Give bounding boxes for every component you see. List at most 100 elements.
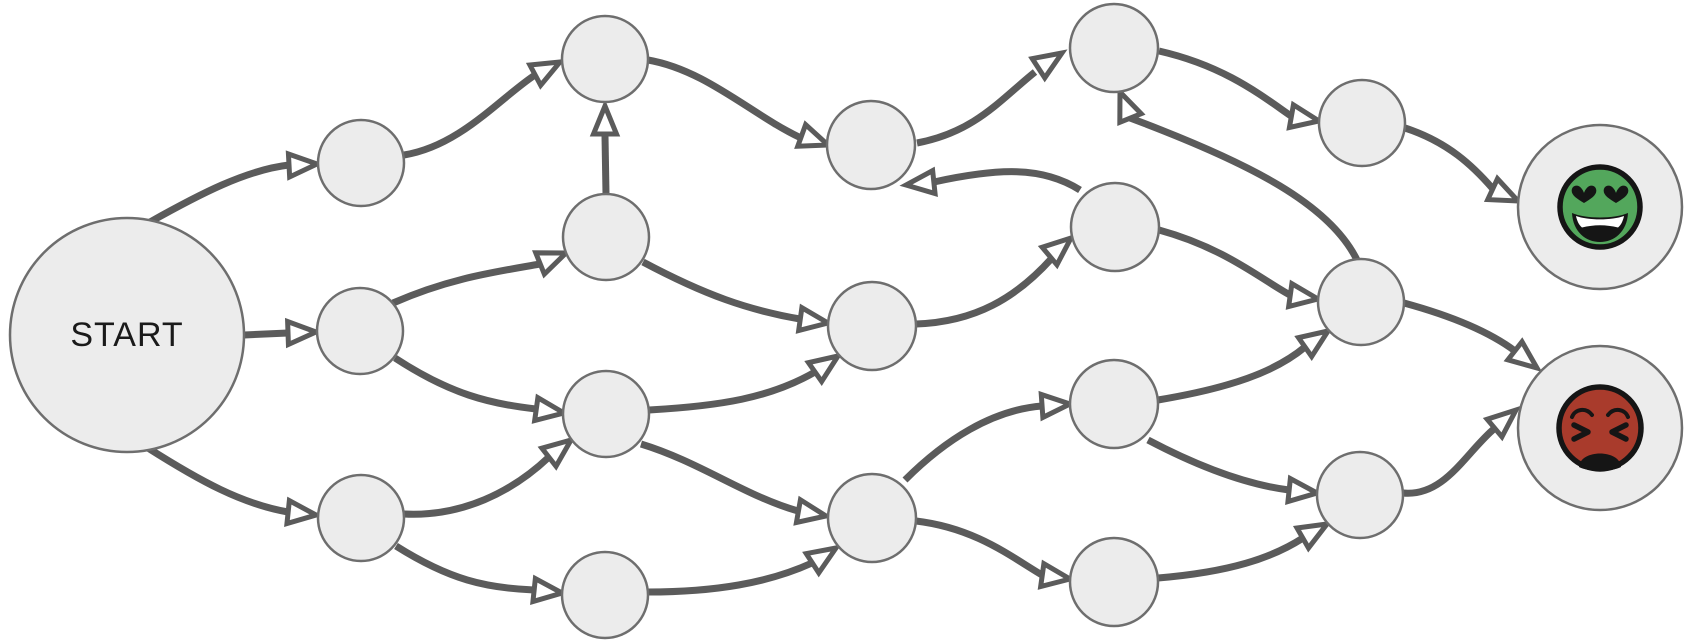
node-good	[1516, 123, 1684, 291]
arrowhead-icon	[1294, 327, 1334, 361]
edge-a2-b2	[391, 250, 573, 307]
node-d2	[1069, 181, 1161, 273]
arrowhead-icon	[1285, 474, 1324, 505]
edge-path	[1158, 47, 1293, 119]
start-node-circle	[8, 216, 246, 454]
heart-eye-left-icon	[1571, 185, 1597, 204]
edge-path	[403, 454, 552, 518]
edge-b2-b1	[589, 99, 621, 195]
edge-d1-e1	[1158, 47, 1326, 131]
edge-d3-e2	[1157, 327, 1334, 404]
arrowhead-icon	[1503, 337, 1543, 373]
node-circle	[1317, 78, 1407, 168]
squeezed-eye-left-icon	[1571, 422, 1591, 442]
edge-path	[1402, 425, 1498, 497]
edge-path	[146, 445, 289, 516]
edge-b1-c1	[647, 56, 835, 149]
arrowhead-icon	[804, 352, 844, 386]
node-circle	[826, 280, 918, 372]
node-c2	[826, 280, 918, 372]
edge-path	[647, 559, 814, 596]
heart-eye-right-icon	[1603, 185, 1629, 204]
arrowhead-icon	[537, 435, 577, 471]
node-b1	[560, 14, 650, 104]
arrowhead-icon	[525, 58, 566, 90]
edge-d2-c1	[899, 166, 1082, 197]
node-circle	[315, 286, 405, 376]
edge-start-a3	[146, 445, 323, 527]
node-circle	[825, 99, 917, 191]
eyebrow-right-icon	[1606, 408, 1630, 419]
node-circle	[1068, 358, 1160, 450]
node-a2	[315, 286, 405, 376]
edge-d2-e2	[1158, 226, 1325, 310]
edge-path	[915, 517, 1044, 579]
edge-path	[148, 161, 290, 226]
edge-a2-b3	[393, 355, 571, 424]
node-circle	[1316, 257, 1406, 347]
edge-c1-d1	[916, 49, 1068, 147]
edge-a3-b3	[403, 435, 577, 518]
node-d3	[1068, 358, 1160, 450]
arrowhead-icon	[1037, 559, 1077, 590]
edge-path	[394, 543, 535, 594]
edge-path	[403, 72, 537, 159]
edge-path	[1403, 299, 1518, 354]
edge-b4-c3	[647, 544, 842, 596]
node-circle	[561, 369, 651, 459]
arrowhead-icon	[1038, 390, 1077, 422]
edge-path	[1157, 535, 1305, 582]
node-circle	[316, 118, 406, 208]
edge-path	[601, 135, 610, 195]
edge-path	[639, 440, 799, 515]
node-bad	[1516, 344, 1684, 512]
edge-e1-good	[1403, 124, 1524, 204]
arrowhead-icon	[899, 166, 938, 197]
edge-path	[933, 168, 1082, 193]
node-a3	[316, 473, 406, 563]
arrowhead-icon	[530, 574, 569, 605]
arrowhead-icon	[795, 303, 835, 334]
node-a1	[316, 118, 406, 208]
node-d4	[1068, 536, 1160, 628]
node-d1	[1068, 2, 1160, 94]
edge-c3-d4	[915, 517, 1077, 590]
edge-a3-b4	[394, 543, 569, 605]
edge-b2-c2	[641, 258, 835, 334]
node-circle	[1068, 2, 1160, 94]
arrowhead-icon	[1286, 100, 1326, 131]
arrowhead-icon	[802, 544, 842, 578]
node-b3	[561, 369, 651, 459]
node-circle	[560, 14, 650, 104]
squeezed-eye-right-icon	[1609, 422, 1629, 442]
edge-path	[916, 69, 1038, 147]
node-c1	[825, 99, 917, 191]
heart-eyes-emoji-icon	[1557, 164, 1643, 250]
node-circle	[1069, 181, 1161, 273]
edge-e3-bad	[1402, 405, 1522, 497]
node-e2	[1316, 257, 1406, 347]
arrowhead-icon	[1292, 520, 1333, 553]
weary-emoji-icon	[1556, 384, 1644, 472]
edge-path	[243, 329, 289, 339]
teeth	[1576, 216, 1624, 228]
edge-d4-e3	[1157, 520, 1333, 582]
eyebrow-left-icon	[1570, 408, 1594, 419]
node-circle	[1315, 450, 1405, 540]
arrowhead-icon	[794, 120, 835, 149]
arrowhead-icon	[1285, 279, 1325, 310]
edge-b3-c3	[639, 440, 833, 526]
edge-path	[1403, 124, 1496, 192]
edge-path	[648, 368, 817, 414]
edge-path	[902, 402, 1043, 483]
node-e1	[1317, 78, 1407, 168]
node-circle	[560, 550, 650, 640]
edge-path	[647, 56, 803, 142]
edge-path	[1128, 114, 1361, 262]
edge-path	[393, 355, 537, 413]
arrowhead-icon	[589, 99, 621, 137]
arrowhead-icon	[284, 496, 323, 527]
edge-path	[1158, 226, 1292, 299]
